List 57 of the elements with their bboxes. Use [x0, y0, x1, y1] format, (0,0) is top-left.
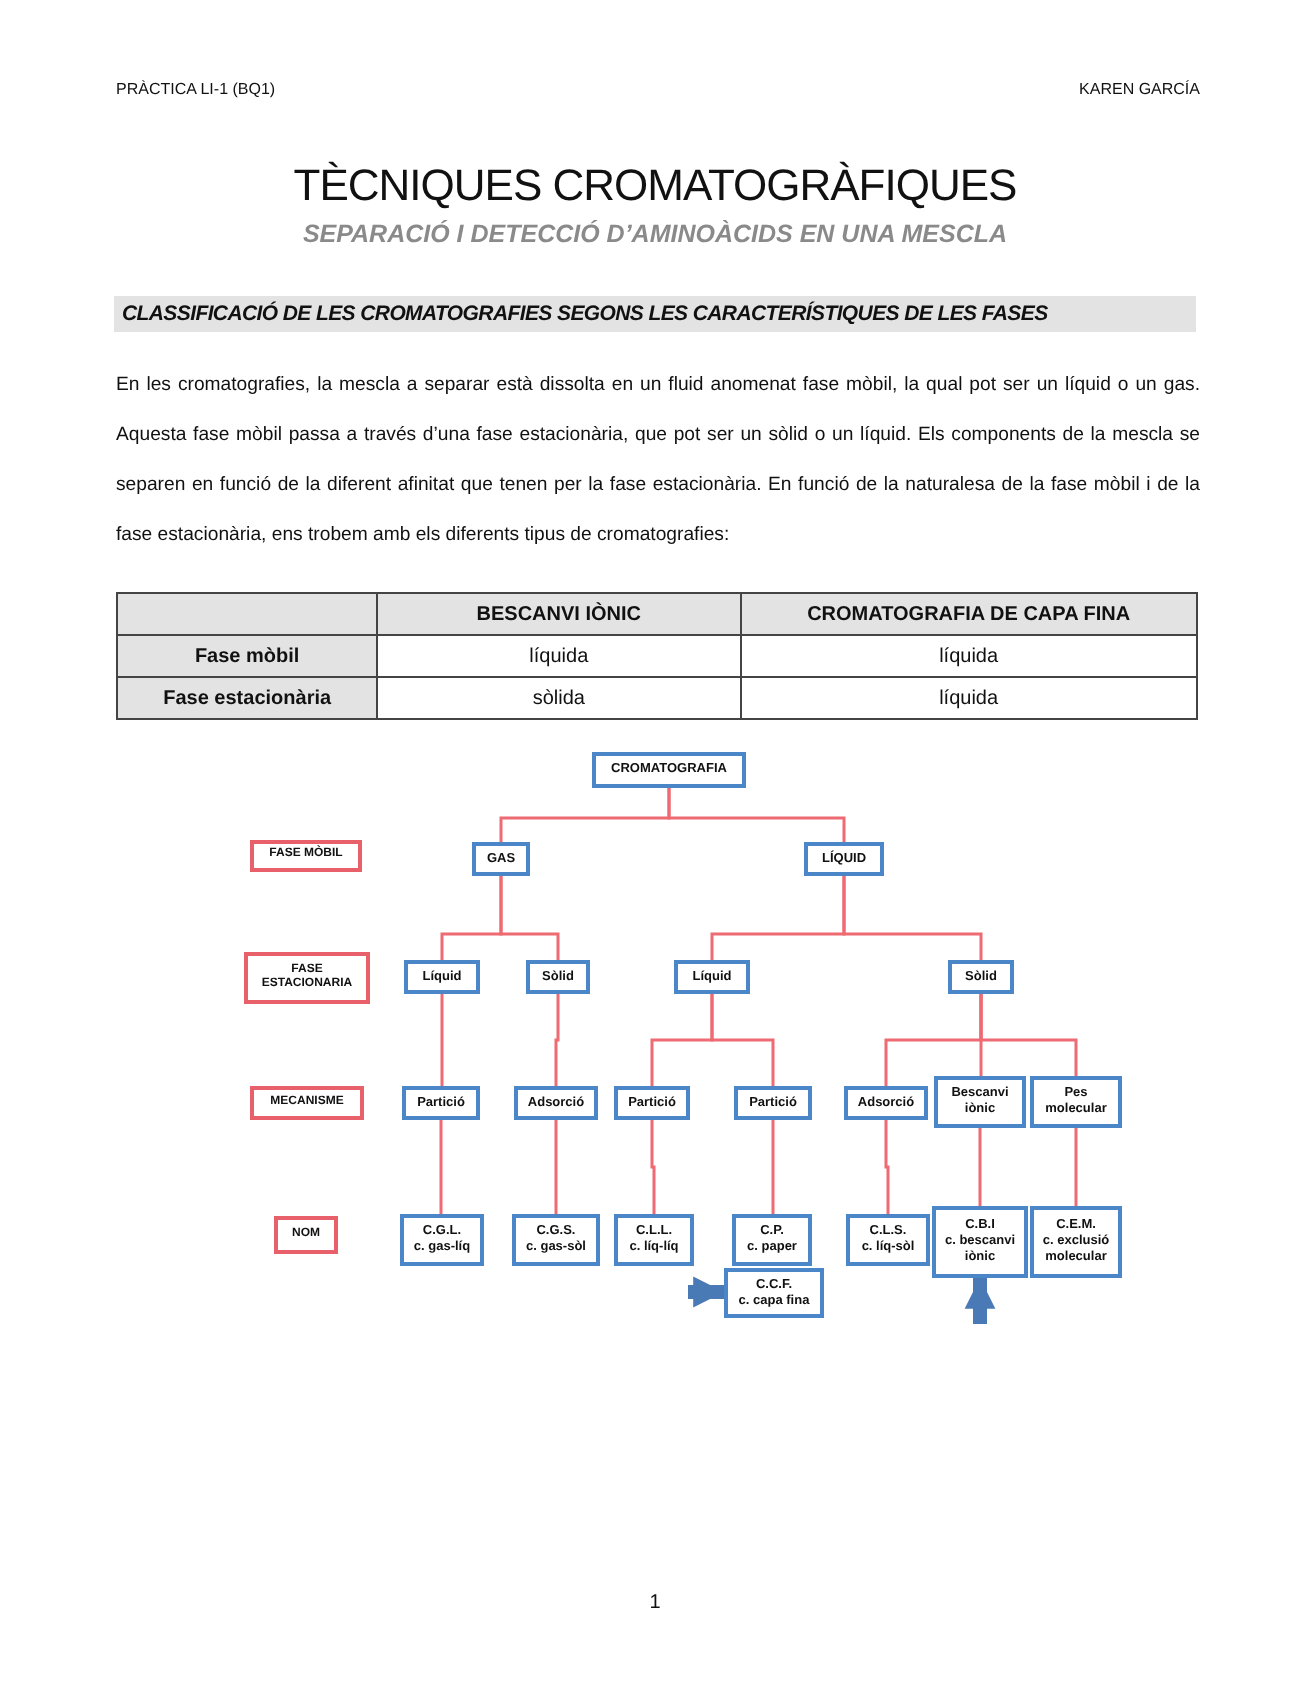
level-label-box: [274, 1216, 338, 1254]
category-box: [734, 1086, 812, 1120]
page-title: TÈCNIQUES CROMATOGRÀFIQUES: [291, 160, 1019, 212]
category-box: [1030, 1076, 1122, 1128]
level-label-box: [250, 1086, 364, 1120]
category-box: [1030, 1206, 1122, 1278]
connector-line: [884, 1120, 890, 1214]
category-box: [846, 1214, 930, 1266]
table-value: líquida: [740, 677, 1197, 719]
category-box: [512, 1214, 600, 1266]
category-box: [844, 1086, 928, 1120]
connector-line: [842, 876, 983, 960]
row-header: Fase estacionària: [117, 677, 378, 719]
category-box: [526, 960, 590, 994]
connector-line: [499, 876, 560, 960]
table-value: líquida: [377, 635, 741, 677]
column-header: BESCANVI IÒNIC: [377, 593, 741, 635]
page-subtitle: SEPARACIÓ I DETECCIÓ D’AMINOÀCIDS EN UNA MESCLA: [300, 220, 1010, 248]
body-paragraph: En les cromatografies, la mescla a separar està dissolta en un fluid anomenat fase mòbil, la qual pot ser un líquid o un gas. Aquesta fase mòbil passa a través d’una fase estacionària, que pot ser un sòlid o un líquid. Els components de la mescla se separen en funció de la diferent afinitat que tenen per la fase estacionària. En funció de la naturalesa de la fase mòbil i de la fase estacionària, ens trobem amb els diferents tipus de cromatografies:: [116, 372, 1200, 550]
category-box: [732, 1214, 812, 1266]
page-number: 1: [647, 1592, 663, 1614]
category-box: [948, 960, 1014, 994]
connector-line: [667, 788, 846, 842]
connector-line: [440, 994, 444, 1086]
connector-line: [710, 994, 775, 1086]
level-label-box: [244, 952, 370, 1004]
page-header-text: KAREN GARCÍA: [1079, 80, 1200, 98]
connector-line: [554, 994, 560, 1086]
section-heading: CLASSIFICACIÓ DE LES CROMATOGRAFIES SEGONS LES CARACTERÍSTIQUES DE LES FASES: [114, 296, 1196, 332]
category-box: [400, 1214, 484, 1266]
category-box: [614, 1214, 694, 1266]
connector-line: [978, 1128, 982, 1206]
category-box: [804, 842, 884, 876]
category-box: [472, 842, 530, 876]
category-box: [404, 960, 480, 994]
column-header: CROMATOGRAFIA DE CAPA FINA: [740, 593, 1197, 635]
connector-line: [1074, 1128, 1078, 1206]
row-header: Fase mòbil: [117, 635, 378, 677]
category-box: [614, 1086, 690, 1120]
connector-line: [771, 1120, 775, 1214]
category-box: [932, 1206, 1028, 1278]
connector-line: [554, 1120, 558, 1214]
block-arrow: [964, 1278, 996, 1324]
table-value: sòlida: [377, 677, 741, 719]
category-box: [402, 1086, 480, 1120]
page-header-text: PRÀCTICA LI-1 (BQ1): [116, 80, 276, 98]
category-box: [934, 1076, 1026, 1128]
table-value: líquida: [740, 635, 1197, 677]
category-box: [724, 1268, 824, 1318]
category-box: [592, 752, 746, 788]
category-box: [674, 960, 750, 994]
block-arrow: [688, 1276, 724, 1308]
connector-line: [439, 1120, 443, 1214]
connector-line: [650, 1120, 656, 1214]
connector-line: [979, 994, 1078, 1076]
category-box: [514, 1086, 598, 1120]
level-label-box: [250, 840, 362, 872]
